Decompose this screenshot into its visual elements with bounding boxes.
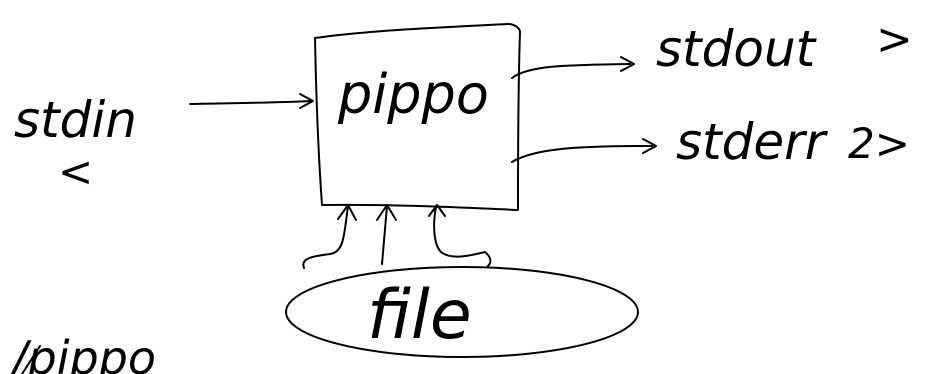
file-arrow-middle xyxy=(381,205,388,265)
stdin-label: stdin xyxy=(14,91,137,149)
process-label: pippo xyxy=(337,63,489,126)
stderr-arrow xyxy=(511,145,653,163)
stdin-arrow xyxy=(189,100,313,105)
file-arrow-left xyxy=(302,205,349,269)
stderr-operator: 2> xyxy=(848,119,910,168)
file-arrow-right xyxy=(433,206,492,267)
footer-label: /pippo xyxy=(8,331,156,374)
stdin-operator: < xyxy=(58,147,93,196)
stdout-arrow xyxy=(511,63,631,79)
stdout-operator: > xyxy=(876,14,913,65)
stderr-arrowhead xyxy=(642,138,657,154)
file-ellipse xyxy=(285,266,639,358)
stdout-arrowhead xyxy=(620,56,635,72)
footer-slash xyxy=(21,345,41,374)
file-label: file xyxy=(367,276,472,355)
stdin-arrowhead xyxy=(299,93,314,109)
stderr-label: stderr xyxy=(676,113,829,171)
file-arrow-left-head xyxy=(337,204,357,221)
file-arrow-middle-head xyxy=(376,204,397,221)
file-arrow-right-head xyxy=(428,204,446,217)
stdout-label: stdout xyxy=(656,20,818,78)
